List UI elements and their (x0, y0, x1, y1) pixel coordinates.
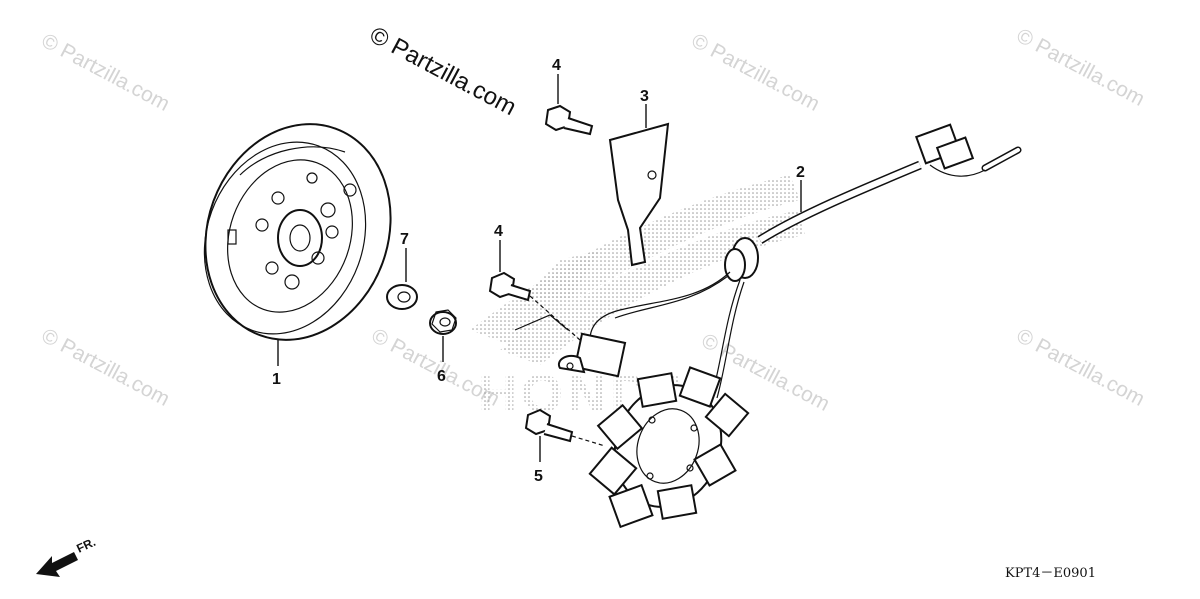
watermark-top-right: © Partzilla.com (1013, 24, 1149, 111)
front-label: FR. (74, 535, 97, 556)
front-direction-indicator: FR. (36, 535, 98, 577)
partzilla-watermark: © Partzilla.com (365, 21, 520, 121)
callout-4-top: 4 (552, 57, 561, 74)
callout-5: 5 (534, 468, 543, 485)
callout-labels: 1 2 3 4 4 5 6 7 (272, 57, 805, 485)
washer-part (386, 284, 418, 310)
callout-4-middle: 4 (494, 223, 503, 240)
callout-1: 1 (272, 371, 281, 388)
watermark-top-mid: © Partzilla.com (688, 29, 824, 116)
callout-7: 7 (400, 231, 409, 248)
bracket-part (608, 122, 670, 267)
diagram-code: KPT4－E0901 (1005, 566, 1096, 581)
leader-lines (277, 74, 802, 462)
bolt-top-part (544, 104, 594, 136)
callout-2: 2 (796, 164, 805, 181)
watermark-far-right: © Partzilla.com (1013, 324, 1149, 411)
assembly-guides (514, 295, 606, 447)
watermark-mid-left: © Partzilla.com (38, 324, 174, 411)
bolt-middle-part (488, 271, 532, 302)
callout-6: 6 (437, 368, 446, 385)
stator-assembly-part (557, 123, 1022, 529)
watermark-top-left: © Partzilla.com (38, 29, 174, 116)
callout-3: 3 (640, 88, 649, 105)
front-arrow-icon (36, 552, 78, 577)
bolt-lower-part (524, 408, 574, 443)
flywheel-part (203, 123, 392, 341)
flange-nut-part (429, 309, 457, 335)
